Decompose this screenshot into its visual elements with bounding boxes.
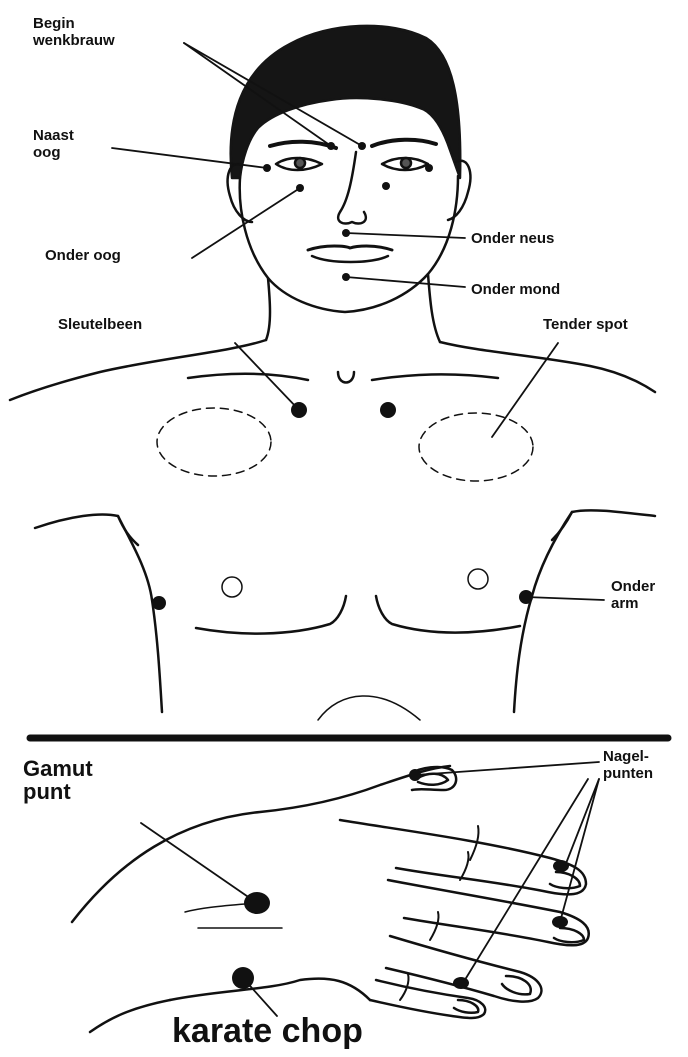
finger-ring (388, 880, 589, 945)
label-karate-chop: karate chop (172, 1012, 363, 1051)
knuckle-3 (430, 912, 439, 940)
label-naast-oog: Naast oog (33, 127, 74, 162)
nose (338, 152, 366, 224)
nail-pinky (502, 976, 531, 994)
point-nagel-pink (453, 977, 469, 989)
arm-left-outer (35, 515, 162, 713)
point-naast-oog-left (263, 164, 271, 172)
jugular-notch (338, 372, 354, 383)
nipple-left (222, 577, 242, 597)
point-onder-neus (342, 229, 350, 237)
right-iris (401, 158, 411, 168)
neck-left (266, 278, 270, 340)
label-nagelpunten: Nagel- punten (603, 748, 653, 783)
shoulder-left (10, 340, 266, 400)
face-outline (240, 176, 458, 312)
left-iris (295, 158, 305, 168)
right-brow (372, 140, 436, 146)
label-sleutelbeen: Sleutelbeen (58, 316, 142, 333)
point-nagel-duim (409, 769, 421, 781)
point-sleutelbeen-right (380, 402, 396, 418)
tender-area-right (419, 413, 533, 481)
clavicle-right (372, 374, 498, 380)
point-nagel-ring (552, 916, 568, 928)
label-onder-arm: Onder arm (611, 578, 655, 613)
navel-line (318, 696, 420, 720)
point-begin-wenkbrauw-right (358, 142, 366, 150)
mouth-upper (308, 246, 392, 250)
pec-right (376, 596, 520, 633)
pec-left (196, 596, 346, 634)
point-gamut (244, 892, 270, 914)
thumb-nail (418, 774, 448, 785)
point-onder-mond (342, 273, 350, 281)
gamut-skin-line (185, 904, 245, 912)
nail-little (454, 1000, 478, 1013)
tap-points (152, 142, 569, 989)
point-naast-oog-right (425, 164, 433, 172)
point-onder-arm-right (519, 590, 533, 604)
point-nagel-middle (553, 860, 569, 872)
nipple-right (468, 569, 488, 589)
shoulder-right (440, 342, 655, 392)
wrist-line (90, 1000, 170, 1032)
label-onder-oog: Onder oog (45, 247, 121, 264)
clavicle-left (188, 374, 308, 380)
knuckle-2 (460, 852, 469, 880)
hair (231, 26, 461, 178)
finger-pinky (386, 936, 541, 1002)
arm-left-fold (118, 516, 138, 545)
pointer-lines (112, 43, 604, 1016)
label-onder-neus: Onder neus (471, 230, 554, 247)
tender-area-left (157, 408, 271, 476)
point-karate-chop (232, 967, 254, 989)
nail-middle (550, 872, 580, 888)
point-sleutelbeen-left (291, 402, 307, 418)
point-onder-arm-left (152, 596, 166, 610)
mouth-lower (312, 256, 388, 262)
label-gamut-punt: Gamut punt (23, 757, 93, 803)
knuckle-1 (470, 826, 479, 860)
label-tender-spot: Tender spot (543, 316, 628, 333)
point-onder-oog-right (382, 182, 390, 190)
point-onder-oog-left (296, 184, 304, 192)
label-begin-wenkbrauw: Begin wenkbrauw (33, 15, 115, 50)
palm-bottom (170, 979, 370, 1000)
nail-ring (554, 928, 584, 942)
label-onder-mond: Onder mond (471, 281, 560, 298)
point-begin-wenkbrauw-left (327, 142, 335, 150)
